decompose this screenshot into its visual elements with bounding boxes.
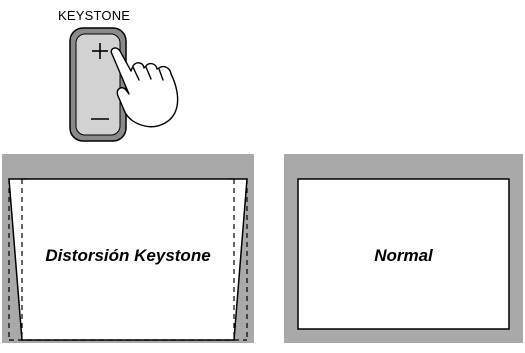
normal-screen-diagram [284,154,523,343]
normal-image-shape [297,178,510,330]
hand-pointer-icon [110,47,179,128]
distorted-screen-diagram [2,154,254,343]
keystone-label: KEYSTONE [58,8,131,23]
normal-panel: Normal [284,154,523,343]
dashed-guide-lines [8,178,248,341]
keystone-distortion-caption: Distorsión Keystone [45,246,211,265]
keystone-button-graphic [69,27,179,142]
normal-caption: Normal [374,246,433,265]
keystone-button-face[interactable] [75,33,121,136]
keystone-distortion-panel: Distorsión Keystone [2,154,254,343]
plus-icon [92,43,108,59]
